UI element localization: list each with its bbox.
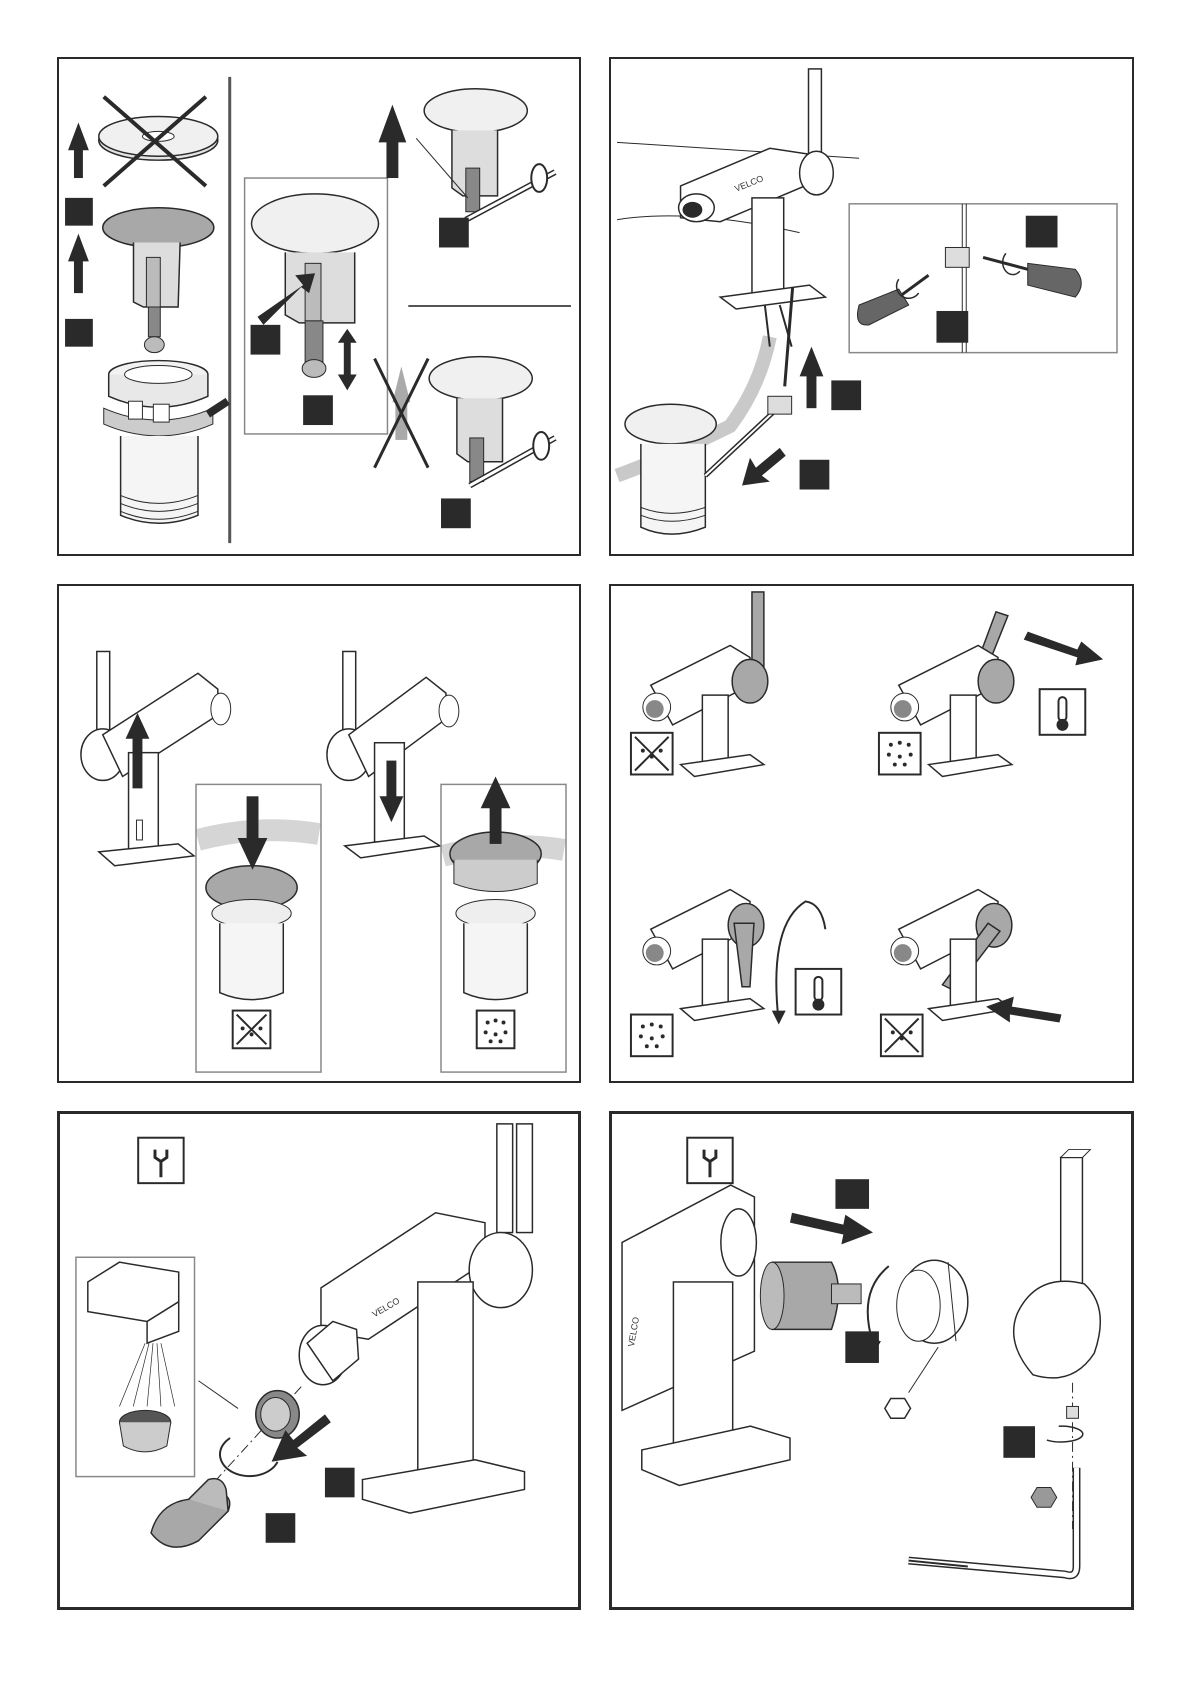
no-water-icon [631,733,673,775]
plug-detail [252,194,379,390]
step-box [439,218,469,248]
water-drops-icon [477,1011,515,1049]
plug-cap-grey [103,208,214,353]
panel-cartridge-replacement: VELCO [609,1111,1134,1610]
panel-4-illustration [611,586,1132,1081]
plug-with-rod-bottom [429,357,555,486]
mixer-handle [1014,1150,1101,1378]
allen-key-icon [909,1468,1077,1576]
cartridge [760,1262,861,1329]
rotate-icon [220,1438,278,1476]
panel-pop-up-operation [57,584,581,1083]
panel-1-illustration [59,59,579,554]
washer-crossed-out [99,97,218,186]
panel-6-illustration: VELCO [612,1114,1131,1607]
no-water-icon [233,1011,271,1049]
arrow-up-icon [800,347,824,409]
plug-open [450,832,541,1000]
bidet-mixer: VELCO [299,1124,532,1513]
step-box [936,311,968,343]
aerator-key [151,1479,230,1547]
pop-up-knob [136,820,142,840]
plug-with-rod-top [416,89,555,220]
hex-nut-icon [1031,1487,1057,1507]
mixer-lever-pushed [891,890,1012,1021]
step-box [266,1513,296,1543]
water-drops-icon [631,1015,673,1057]
mixer-lever-rotated [643,890,764,1021]
arrow-right-icon [1024,632,1103,666]
step-box [251,325,281,355]
cross-out-icon [375,359,429,468]
arrow-up-icon [68,122,89,178]
bidet-mixer-closed [327,651,459,857]
bidet-mixer: VELCO [679,69,834,309]
step-box [65,198,93,226]
no-water-icon [881,1015,923,1057]
grub-screw [1067,1406,1079,1418]
panel-waste-plug-install [57,57,581,556]
step-box [835,1179,869,1209]
step-box [1003,1426,1035,1458]
rotate-icon [1047,1426,1083,1442]
double-arrow-icon [338,329,357,391]
arrow-down-left-icon [742,448,786,486]
mixer-body: VELCO [622,1185,790,1485]
step-box [831,380,861,410]
thermometer-icon [796,969,842,1015]
step-box [441,498,471,528]
panel-aerator-cleaning: VELCO [57,1111,581,1610]
retaining-nut [897,1260,968,1343]
step-box [303,395,333,425]
panel-2-illustration: VELCO [611,59,1132,554]
panel-lever-operation [609,584,1134,1083]
panel-5-illustration: VELCO [60,1114,578,1607]
step-box [65,319,93,347]
step-box [1026,216,1058,248]
step-box [845,1331,879,1363]
arrow-right-icon [790,1213,873,1245]
thermometer-icon [1040,689,1086,735]
arrow-up-icon [379,105,407,178]
aerator [256,1391,299,1438]
arrow-up-icon [68,234,89,294]
step-box [800,460,830,490]
step-box [325,1468,355,1498]
panel-rod-adjustment: VELCO [609,57,1134,556]
plug-closed [206,866,297,1000]
wrench-icon [138,1138,183,1183]
wrench-icon [687,1138,732,1183]
panel-3-illustration [59,586,579,1081]
waste-body [104,361,228,524]
hex-nut-icon [885,1399,911,1419]
water-drops-icon [879,733,921,775]
rod-clamp [945,247,969,267]
